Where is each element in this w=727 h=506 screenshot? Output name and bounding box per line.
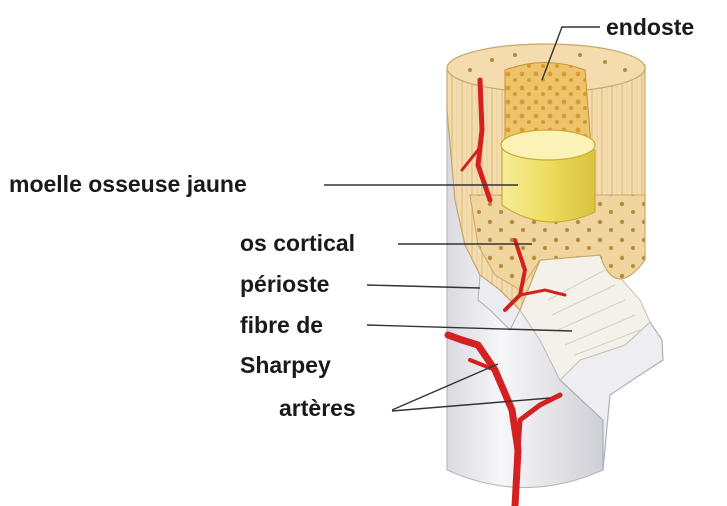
yellow-marrow-top	[501, 130, 595, 160]
label-sharpey: Sharpey	[240, 354, 331, 377]
label-os-cortical: os cortical	[240, 232, 355, 255]
label-fibre-de: fibre de	[240, 314, 323, 337]
label-endoste: endoste	[606, 16, 694, 39]
label-arteres: artères	[279, 397, 356, 420]
label-moelle-osseuse-jaune: moelle osseuse jaune	[9, 173, 247, 196]
label-perioste: périoste	[240, 273, 329, 296]
